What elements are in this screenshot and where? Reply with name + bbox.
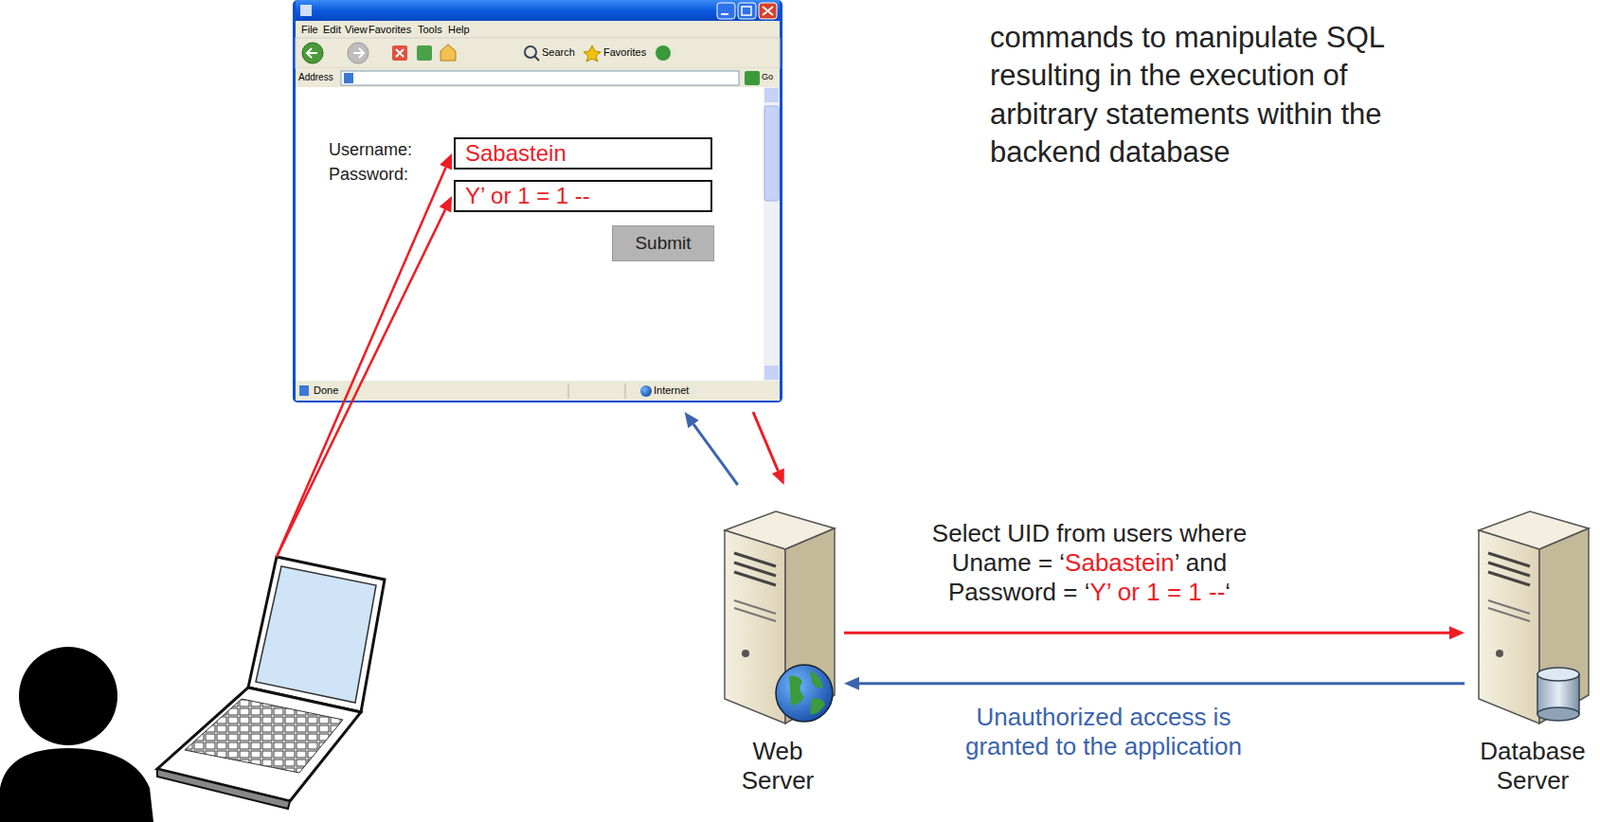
database-server: Database Server bbox=[1468, 492, 1598, 796]
text-input: Y’ or 1 = 1 -- bbox=[453, 179, 713, 213]
description-note: commands to manipulate SQL resulting in … bbox=[989, 18, 1421, 172]
server-label: Database Server bbox=[1468, 737, 1598, 796]
arrow-head bbox=[772, 468, 785, 486]
menu-item: File bbox=[301, 23, 319, 36]
field-label: Username: bbox=[328, 140, 413, 161]
arrow-head bbox=[844, 677, 860, 691]
pointer-arrows bbox=[276, 153, 452, 558]
menu-item: View bbox=[344, 23, 368, 36]
arrow-head bbox=[1449, 626, 1465, 640]
edge-label: Select UID from users where Uname = ‘Sab… bbox=[899, 519, 1279, 609]
database-server-icon bbox=[1478, 511, 1589, 724]
menu-item: Tools bbox=[417, 23, 443, 36]
status-text: Done bbox=[313, 384, 339, 397]
menu-item: Favorites bbox=[368, 23, 412, 36]
toolbar-label: Search bbox=[541, 46, 576, 59]
arrow-line bbox=[844, 631, 1450, 635]
address-label: Address bbox=[298, 71, 334, 84]
field-label: Password: bbox=[328, 164, 409, 185]
connector bbox=[753, 412, 785, 486]
arrow-line bbox=[753, 412, 778, 471]
arrow-line bbox=[276, 209, 446, 558]
arrow-head bbox=[439, 153, 452, 170]
injected-value: Y’ or 1 = 1 -- bbox=[1089, 577, 1225, 607]
button-text: Submit bbox=[634, 233, 691, 254]
arrow-head bbox=[439, 196, 452, 213]
browser-chrome bbox=[292, 0, 783, 403]
toolbar-label: Favorites bbox=[603, 46, 647, 59]
laptop bbox=[157, 557, 385, 809]
connector bbox=[844, 626, 1465, 640]
arrow-line bbox=[276, 167, 447, 558]
attacker-figure bbox=[0, 647, 154, 822]
web-server: Web Server bbox=[715, 492, 841, 796]
submit-button: Submit bbox=[611, 225, 715, 262]
web-server-icon bbox=[724, 511, 835, 724]
input-text: Y’ or 1 = 1 -- bbox=[465, 182, 591, 210]
injected-value: Sabastein bbox=[1064, 548, 1175, 577]
text-input: Sabastein bbox=[453, 137, 713, 170]
input-text: Sabastein bbox=[465, 140, 567, 167]
go-label: Go bbox=[761, 71, 774, 83]
menu-item: Edit bbox=[323, 23, 342, 36]
connector bbox=[684, 412, 738, 486]
connector bbox=[844, 677, 1465, 691]
server-label: Web Server bbox=[715, 737, 841, 796]
arrow-line bbox=[859, 682, 1465, 685]
menu-item: Help bbox=[448, 23, 470, 36]
status-text: Internet bbox=[653, 384, 689, 397]
browser-window: Username: Password: Sabastein Y’ or 1 = 1 -… bbox=[292, 0, 783, 403]
arrow-head bbox=[684, 412, 700, 429]
arrow-line bbox=[693, 424, 738, 486]
edge-label: Unauthorized access is granted to the ap… bbox=[933, 702, 1275, 762]
